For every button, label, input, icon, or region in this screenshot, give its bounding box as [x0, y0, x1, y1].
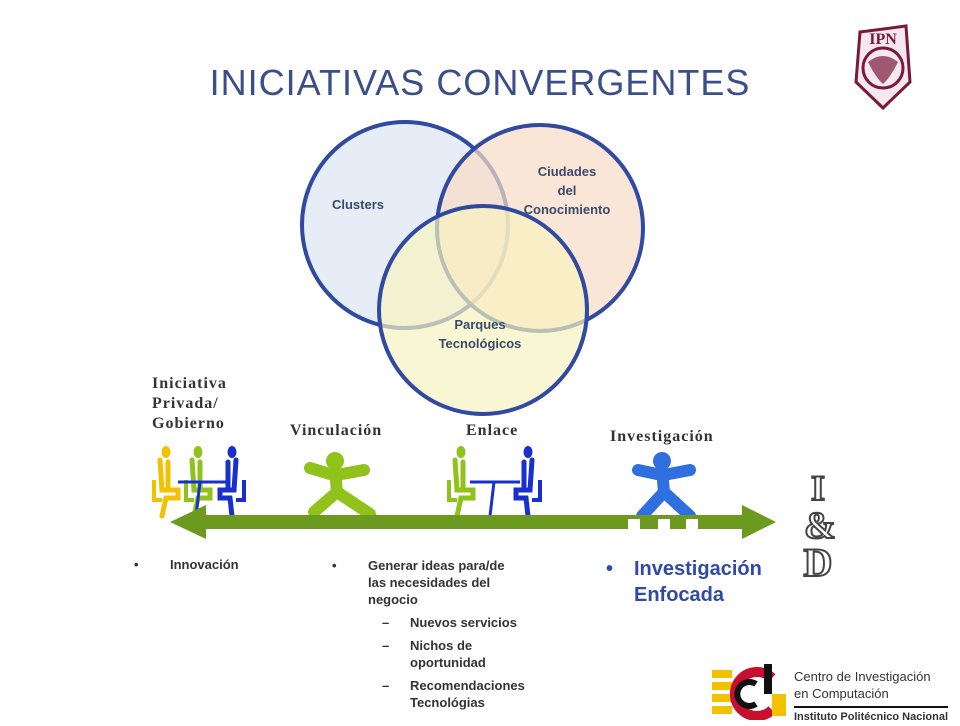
label-vinculacion: Vinculación	[290, 422, 383, 439]
venn-label-ciudades-1: Ciudades	[538, 164, 597, 179]
sub-item: – Nichos de oportunidad	[382, 637, 568, 671]
i-letter: I	[811, 468, 825, 508]
sub-item-text: Tecnológias	[410, 695, 485, 710]
list-item-text: Enfocada	[634, 584, 725, 606]
sub-item-text: Nuevos servicios	[410, 615, 517, 630]
ipn-logo: IPN	[854, 24, 912, 111]
list-item: • Investigación Enfocada	[606, 558, 762, 606]
list-item: •Innovación	[134, 557, 239, 572]
list-item-text: Generar ideas para/de	[368, 558, 505, 573]
bullet-col3: • Investigación Enfocada	[606, 556, 762, 608]
cic-logo-line: en Computación	[794, 686, 889, 701]
cic-logo-line: Instituto Politécnico Nacional	[794, 706, 949, 726]
circle-parques	[377, 204, 589, 416]
label-iniciativa-line: Iniciativa	[152, 375, 227, 392]
sub-item: – Recomendaciones Tecnológias	[382, 677, 568, 711]
list-item-text: Investigación	[634, 558, 762, 580]
label-iniciativa-line: Gobierno	[152, 415, 225, 432]
label-enlace: Enlace	[466, 422, 519, 439]
label-iniciativa: Iniciativa Privada/ Gobierno	[152, 374, 227, 434]
sub-item-text: oportunidad	[410, 655, 486, 670]
people-meeting-pair-icon	[447, 446, 542, 519]
sub-item-text: Nichos de	[410, 638, 473, 653]
cic-logo-line: Centro de Investigación	[794, 669, 931, 684]
sub-item: – Nuevos servicios	[382, 614, 568, 631]
list-item-text: las necesidades del	[368, 575, 491, 590]
page-title: INICIATIVAS CONVERGENTES	[209, 62, 751, 103]
d-letter: D	[804, 540, 833, 580]
i-and-d-graphic: I & D	[803, 468, 837, 580]
bullet-col2: • Generar ideas para/de las necesidades …	[332, 557, 568, 711]
people-meeting-icon	[152, 446, 246, 519]
list-item: • Generar ideas para/de las necesidades …	[332, 557, 568, 608]
list-item-text: Innovación	[170, 557, 239, 572]
cic-logo-text: Centro de Investigación en Computación I…	[794, 668, 949, 726]
venn-label-clusters: Clusters	[332, 197, 384, 212]
amp-letter: &	[804, 505, 836, 547]
list-item-text: negocio	[368, 592, 418, 607]
person-jumping-icon	[304, 452, 376, 520]
bullet-col1: •Innovación	[134, 557, 239, 572]
label-iniciativa-line: Privada/	[152, 395, 219, 412]
sub-item-text: Recomendaciones	[410, 678, 525, 693]
label-investigacion: Investigación	[610, 428, 714, 445]
person-research-icon	[632, 452, 696, 522]
venn-label-parques-1: Parques	[454, 317, 505, 332]
venn-label-ciudades-3: Conocimiento	[524, 202, 611, 217]
venn-label-ciudades-2: del	[558, 183, 577, 198]
ipn-logo-text: IPN	[869, 31, 897, 48]
venn-label-parques-2: Tecnológicos	[439, 336, 522, 351]
cic-logo	[712, 664, 786, 720]
